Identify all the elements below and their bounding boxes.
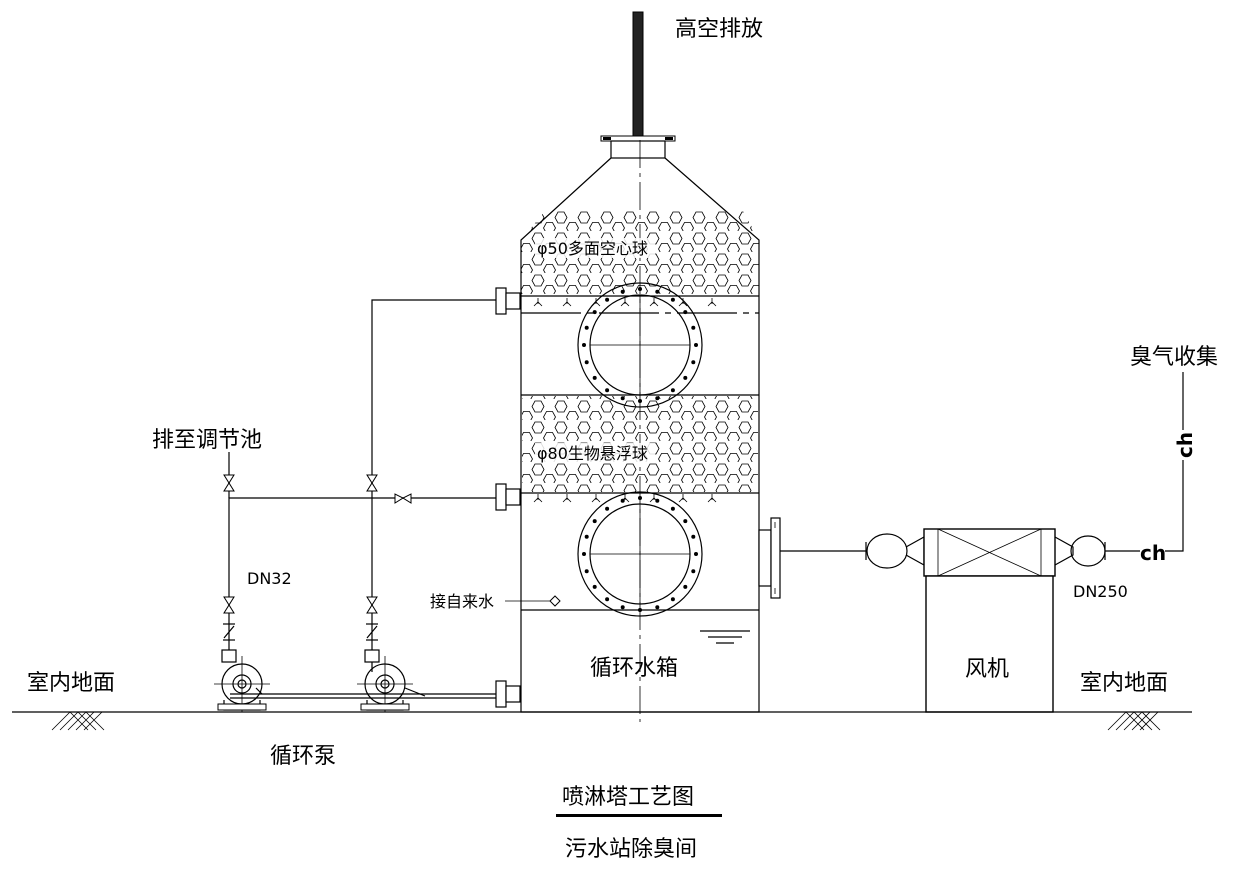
bolt-hole	[584, 325, 589, 330]
bolt-hole	[592, 519, 597, 524]
manhole-upper	[577, 282, 703, 408]
bolt-hole	[638, 608, 642, 612]
spray-nozzle-icon	[533, 298, 543, 307]
tap-water-inlet	[505, 595, 561, 607]
pipe-code-vertical: ch	[1173, 432, 1197, 458]
pipe-size-large: DN250	[1073, 582, 1128, 601]
bolt-hole	[694, 552, 698, 556]
bolt-hole	[670, 597, 675, 602]
bolt-hole	[670, 388, 675, 393]
spray-nozzle-icon	[707, 494, 717, 503]
exhaust-label: 高空排放	[675, 17, 763, 42]
circulation-piping	[228, 299, 496, 699]
ground-hatch-icon	[51, 711, 1161, 731]
spray-nozzles-upper	[533, 298, 717, 307]
bolt-hole	[584, 569, 589, 574]
bolt-hole	[582, 343, 586, 347]
gas-inlet-flange	[758, 517, 781, 599]
centrifugal-pump-icon	[214, 649, 270, 712]
bolt-hole	[592, 584, 597, 589]
bolt-hole	[584, 360, 589, 365]
bolt-hole	[655, 289, 660, 294]
centrifugal-pump-icon	[357, 649, 426, 712]
bolt-hole	[605, 506, 610, 511]
bolt-hole	[694, 343, 698, 347]
spray-nozzles-lower	[533, 494, 717, 503]
spray-nozzle-icon	[678, 494, 688, 503]
spray-nozzle-icon	[620, 298, 630, 307]
spray-nozzle-icon	[562, 494, 572, 503]
bolt-hole	[605, 597, 610, 602]
drawing-subtitle: 污水站除臭间	[565, 837, 697, 862]
bolt-hole	[691, 534, 696, 539]
spray-nozzle-icon	[533, 494, 543, 503]
media-top-label: φ50多面空心球	[537, 239, 648, 258]
bolt-hole	[691, 360, 696, 365]
spray-nozzle-icon	[562, 298, 572, 307]
fan-label: 风机	[965, 657, 1009, 682]
manhole-lower	[577, 491, 703, 617]
exhaust-stack	[600, 11, 676, 159]
pump-label: 循环泵	[270, 744, 336, 769]
bolt-hole	[655, 396, 660, 401]
spray-nozzle-icon	[591, 494, 601, 503]
bolt-hole	[683, 519, 688, 524]
bolt-hole	[691, 325, 696, 330]
bolt-hole	[683, 584, 688, 589]
bolt-hole	[592, 375, 597, 380]
bolt-hole	[620, 605, 625, 610]
drain-label: 排至调节池	[152, 428, 262, 453]
bolt-hole	[670, 506, 675, 511]
bolt-hole	[638, 399, 642, 403]
bolt-hole	[655, 605, 660, 610]
bolt-hole	[683, 375, 688, 380]
bolt-hole	[592, 310, 597, 315]
odor-collection-line	[1165, 372, 1184, 552]
bolt-hole	[620, 498, 625, 503]
media-mid-label: φ80生物悬浮球	[537, 444, 648, 463]
water-level-icon	[700, 630, 750, 644]
bolt-hole	[691, 569, 696, 574]
spray-nozzle-icon	[707, 298, 717, 307]
fan-assembly	[780, 528, 1140, 713]
tap-water-label: 接自来水	[430, 592, 494, 611]
bolt-hole	[683, 310, 688, 315]
pipe-code-horizontal: ch	[1140, 541, 1166, 565]
gate-valve-icon	[223, 474, 412, 614]
spray-nozzle-icon	[649, 298, 659, 307]
bolt-hole	[638, 496, 642, 500]
title-underline	[556, 814, 722, 817]
bolt-hole	[655, 498, 660, 503]
floor-left-label: 室内地面	[27, 671, 115, 696]
flange-icon	[495, 287, 521, 708]
odor-collect-label: 臭气收集	[1130, 345, 1218, 370]
bolt-hole	[605, 388, 610, 393]
bolt-hole	[670, 297, 675, 302]
bolt-hole	[620, 396, 625, 401]
floor-right-label: 室内地面	[1080, 671, 1168, 696]
drawing-title: 喷淋塔工艺图	[562, 785, 694, 810]
bolt-hole	[620, 289, 625, 294]
bolt-hole	[605, 297, 610, 302]
bolt-hole	[638, 287, 642, 291]
bolt-hole	[582, 552, 586, 556]
spray-nozzle-icon	[678, 298, 688, 307]
tank-label: 循环水箱	[590, 656, 678, 681]
bolt-hole	[584, 534, 589, 539]
check-valve-icon	[223, 623, 378, 641]
pipe-size-small: DN32	[247, 569, 292, 588]
